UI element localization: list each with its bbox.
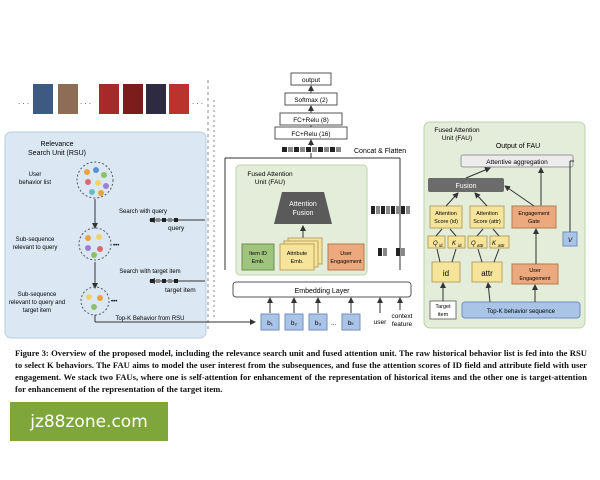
caption-text: Overview of the proposed model, includin…	[15, 348, 587, 394]
svg-text:target item: target item	[23, 308, 51, 314]
svg-text:Engagement: Engagement	[330, 259, 362, 265]
rsu-panel	[4, 131, 207, 339]
svg-text:bₖ: bₖ	[348, 320, 355, 327]
caption-label: Figure 3:	[15, 348, 49, 358]
item-id-emb-box	[241, 243, 275, 271]
svg-text:FC+Relu (8): FC+Relu (8)	[293, 117, 329, 124]
svg-text:Attentive aggregation: Attentive aggregation	[486, 159, 548, 166]
svg-text:id: id	[458, 243, 462, 248]
svg-text:b₂: b₂	[291, 320, 298, 327]
svg-text:Sub-sequence: Sub-sequence	[16, 237, 55, 243]
embedding-layer-box	[232, 281, 412, 298]
svg-text:Engagement: Engagement	[518, 211, 550, 217]
svg-text:Attention: Attention	[476, 211, 498, 217]
svg-text:Emb.: Emb.	[252, 259, 265, 265]
svg-text:Gate: Gate	[528, 219, 540, 225]
user-engagement-box	[327, 243, 365, 271]
svg-text:Emb.: Emb.	[291, 259, 304, 265]
query-vector	[150, 218, 178, 222]
svg-text:context: context	[392, 313, 413, 320]
svg-text:Unit (FAU): Unit (FAU)	[442, 135, 472, 142]
id-field-box	[431, 261, 461, 283]
qk-row: Q id K id Q attr K attr V	[427, 231, 578, 249]
svg-text:attr: attr	[477, 243, 484, 248]
svg-text:item: item	[438, 312, 449, 318]
model-overview-figure: . . . . . . . . . Relevance Search Unit …	[4, 72, 586, 339]
svg-text:feature: feature	[392, 321, 413, 328]
user-input-label: user	[374, 319, 387, 326]
svg-text:behavior list: behavior list	[19, 180, 51, 186]
svg-text:...: ...	[331, 320, 337, 327]
svg-text:relevant to query: relevant to query	[13, 245, 58, 251]
rsu-title: Relevance	[40, 141, 73, 148]
fusion-box	[428, 178, 504, 192]
svg-text:Fused Attention: Fused Attention	[434, 127, 480, 134]
svg-text:•••: •••	[111, 299, 117, 305]
behavior-list-circle	[76, 161, 114, 199]
svg-text:id: id	[439, 243, 443, 248]
attr-field-box	[471, 261, 503, 283]
svg-text:output: output	[302, 77, 320, 84]
svg-text:User: User	[529, 268, 541, 274]
output-of-fau-label: Output of FAU	[496, 143, 540, 150]
svg-text:K: K	[452, 241, 457, 247]
svg-text:Engagement: Engagement	[519, 276, 551, 282]
svg-text:. . .: . . .	[80, 97, 91, 106]
svg-text:id: id	[443, 269, 449, 278]
svg-text:target item: target item	[165, 287, 196, 294]
svg-text:Fusion: Fusion	[455, 183, 476, 190]
svg-text:b₃: b₃	[315, 320, 322, 327]
svg-text:Attribute: Attribute	[287, 251, 307, 257]
svg-text:Embedding Layer: Embedding Layer	[295, 288, 351, 295]
topk-sequence-box	[461, 301, 581, 319]
svg-text:Search Unit (RSU): Search Unit (RSU)	[28, 150, 86, 157]
svg-text:Softmax (2): Softmax (2)	[294, 97, 328, 104]
svg-text:Item ID: Item ID	[249, 251, 267, 257]
svg-text:. . .: . . .	[18, 97, 29, 106]
svg-text:User: User	[340, 251, 352, 257]
svg-text:Unit (FAU): Unit (FAU)	[255, 179, 285, 186]
svg-text:attr: attr	[481, 269, 493, 278]
behavior-thumbnails: . . . . . . . . .	[18, 84, 203, 114]
svg-text:Q: Q	[471, 241, 476, 247]
topk-rsu-label: Top-K Behavior from RSU	[115, 316, 184, 322]
svg-text:Score (attr): Score (attr)	[473, 219, 501, 225]
svg-text:Sub-sequence: Sub-sequence	[18, 292, 57, 298]
concat-vector	[282, 147, 341, 152]
svg-text:Q: Q	[433, 241, 438, 247]
svg-text:b₁: b₁	[267, 320, 274, 327]
svg-text:Fused Attention: Fused Attention	[247, 171, 293, 178]
svg-text:•••: •••	[113, 243, 119, 249]
svg-text:. . .: . . .	[192, 97, 203, 106]
watermark-banner: jz88zone.com	[10, 402, 168, 441]
figure-caption: Figure 3: Overview of the proposed model…	[15, 347, 587, 395]
attribute-emb-box	[279, 243, 315, 271]
svg-text:attr: attr	[498, 243, 505, 248]
svg-text:Target: Target	[435, 304, 451, 310]
svg-text:Search with target item: Search with target item	[119, 269, 180, 275]
svg-text:FC+Relu (16): FC+Relu (16)	[291, 131, 330, 138]
svg-text:Search with query: Search with query	[119, 209, 167, 215]
svg-text:query: query	[168, 225, 185, 232]
svg-text:Attention: Attention	[435, 211, 457, 217]
svg-text:Fusion: Fusion	[292, 210, 313, 217]
target-item-vector	[150, 279, 178, 283]
concat-flatten-label: Concat & Flatten	[354, 148, 406, 155]
input-behaviors: b₁ b₂ b₃ ... bₖ	[260, 313, 361, 331]
svg-text:Score (id): Score (id)	[434, 219, 458, 225]
svg-text:K: K	[492, 241, 497, 247]
svg-text:relevant to query and: relevant to query and	[9, 300, 65, 306]
svg-text:Top-K behavior sequence: Top-K behavior sequence	[487, 309, 556, 315]
svg-text:V: V	[568, 237, 573, 244]
svg-text:Attention: Attention	[289, 201, 317, 208]
svg-text:User: User	[29, 172, 42, 178]
attention-fusion-block	[274, 192, 332, 224]
